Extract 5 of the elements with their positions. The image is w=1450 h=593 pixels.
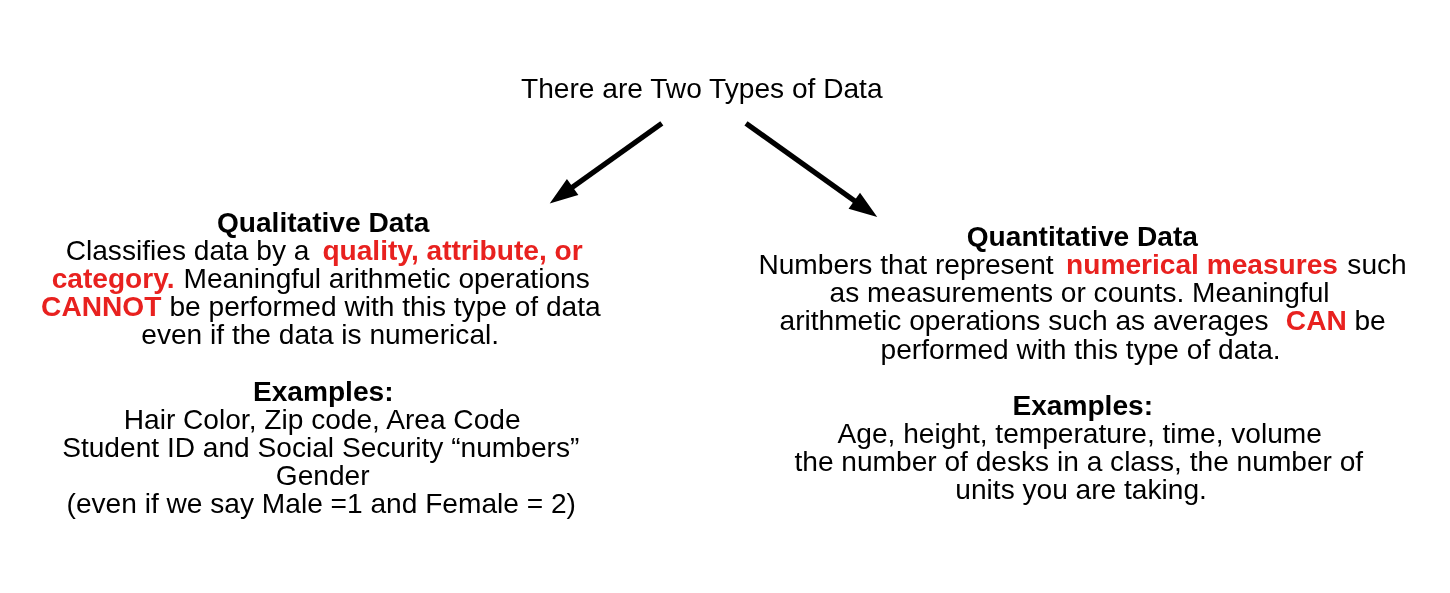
node-text: There are Two Types of Data	[521, 73, 883, 105]
node-text: Qualitative Data Classifies data by a quality, attribute, or category. Meaningful arithmetic operations CANNOT be performed with this type of data even if the data is numerical. Examples: Hair Color, Zip code, Area Code Student ID and Social Security “numbers” Gender (even if we say Male =1 and Female = 2)	[41, 206, 601, 520]
arrow	[549, 121, 664, 204]
node-text: Quantitative Data Numbers that represent numerical measures such as measurements or counts. Meaningful arithmetic operations such as averages CAN be performed with this type of data. Examples: Age, height, temperature, time, volume the number of desks in a class, the number of units you are taking.	[758, 221, 1407, 506]
arrow	[744, 121, 878, 217]
